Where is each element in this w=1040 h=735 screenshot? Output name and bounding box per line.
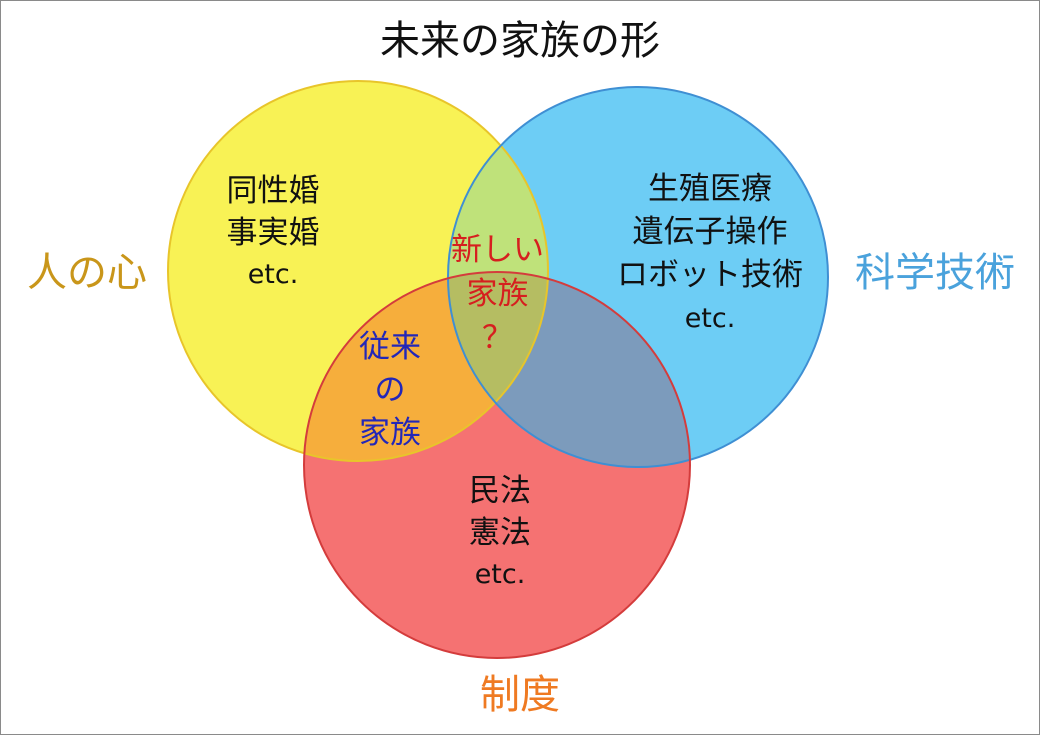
new-family-text: 新しい 家族 ？ bbox=[430, 228, 565, 360]
tech-item: 遺伝子操作 bbox=[632, 214, 788, 250]
new-family-line: 家族 bbox=[466, 276, 529, 312]
traditional-family-line: の bbox=[374, 372, 406, 408]
system-items: 民法 憲法 etc. bbox=[420, 470, 580, 596]
label-heart: 人の心 bbox=[27, 250, 147, 296]
label-system: 制度 bbox=[480, 672, 560, 718]
tech-item: ロボット技術 bbox=[617, 257, 803, 293]
heart-item: etc. bbox=[247, 259, 299, 290]
overlap-heart-system bbox=[304, 272, 548, 461]
traditional-family-line: 従来 bbox=[359, 329, 421, 365]
outline-tech bbox=[447, 86, 829, 468]
new-family-line: ？ bbox=[482, 320, 513, 356]
tech-items: 生殖医療 遺伝子操作 ロボット技術 etc. bbox=[600, 168, 820, 340]
label-tech: 科学技術 bbox=[855, 250, 1015, 296]
heart-item: 同性婚 bbox=[226, 173, 320, 209]
heart-items: 同性婚 事実婚 etc. bbox=[188, 170, 358, 296]
system-item: etc. bbox=[474, 559, 526, 590]
traditional-family-line: 家族 bbox=[359, 415, 421, 451]
tech-item: etc. bbox=[684, 303, 736, 334]
diagram-title: 未来の家族の形 bbox=[380, 18, 660, 64]
new-family-line: 新しい bbox=[451, 232, 544, 268]
system-item: 憲法 bbox=[469, 515, 531, 551]
system-item: 民法 bbox=[469, 473, 531, 509]
traditional-family-text: 従来 の 家族 bbox=[330, 326, 450, 455]
tech-item: 生殖医療 bbox=[648, 171, 772, 207]
outline-heart bbox=[167, 80, 549, 462]
heart-item: 事実婚 bbox=[226, 215, 320, 251]
outline-system bbox=[303, 271, 691, 659]
